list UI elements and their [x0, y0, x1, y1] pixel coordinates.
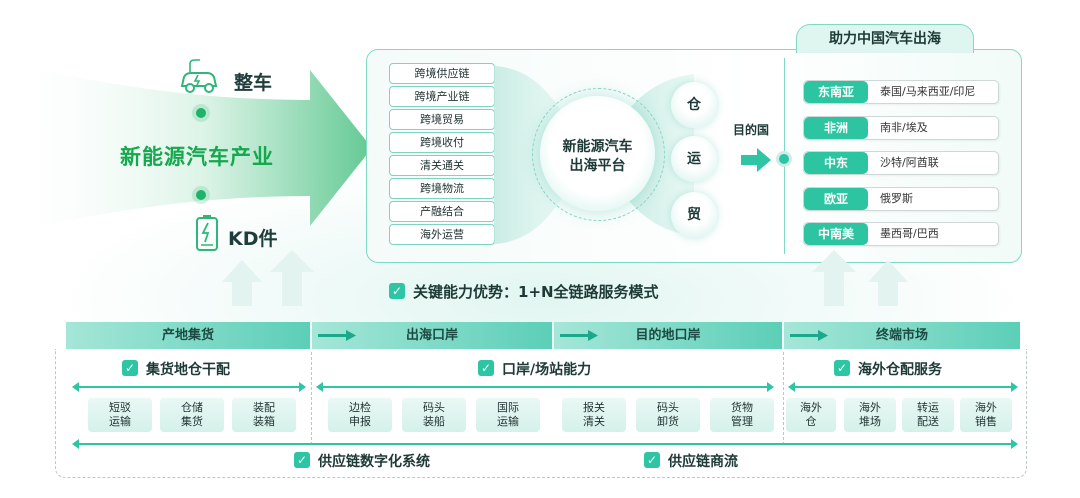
capability-box: 短驳运输 — [88, 398, 152, 432]
service-tag: 跨境产业链 — [389, 86, 495, 107]
destinations-title: 助力中国汽车出海 — [796, 24, 974, 53]
capability-box: 转运配送 — [902, 398, 954, 432]
region-badge: 东南亚 — [804, 81, 868, 103]
region-countries: 沙特/阿酋联 — [880, 156, 939, 169]
region-row: 中南美 墨西哥/巴西 — [803, 222, 999, 246]
commerce-flow-label: 供应链商流 — [668, 454, 738, 470]
section-divider — [311, 352, 312, 445]
upward-arrows-right — [812, 250, 908, 306]
capability-box: 货物管理 — [710, 398, 774, 432]
region-countries: 南非/埃及 — [880, 121, 928, 134]
check-icon: ✓ — [478, 360, 494, 376]
connector-dot — [196, 108, 206, 118]
capability-box: 海外销售 — [960, 398, 1012, 432]
warehouse-bubble: 仓 — [671, 82, 717, 128]
transport-bubble: 运 — [671, 136, 717, 182]
double-arrow — [316, 382, 774, 392]
region-row: 东南亚 泰国/马来西亚/印尼 — [803, 80, 999, 104]
battery-icon — [196, 215, 218, 251]
region-row: 欧亚 俄罗斯 — [803, 187, 999, 211]
kd-label: KD件 — [228, 228, 278, 250]
platform-core: 新能源汽车 出海平台 — [540, 96, 655, 211]
stage-arrow-icon — [560, 330, 598, 341]
upward-arrows-left — [222, 250, 314, 306]
service-tag: 跨境物流 — [389, 178, 495, 199]
capability-box: 国际运输 — [476, 398, 540, 432]
check-icon: ✓ — [834, 360, 850, 376]
double-arrow — [788, 382, 1018, 392]
section-overseas-title: 海外仓配服务 — [858, 362, 942, 378]
capability-box: 海外仓 — [786, 398, 836, 432]
capability-box: 边检申报 — [328, 398, 392, 432]
platform-core-ring — [532, 88, 665, 221]
flow-arrow — [0, 60, 372, 236]
service-tag: 产融结合 — [389, 201, 495, 222]
check-icon: ✓ — [644, 452, 660, 468]
stage-arrow-icon — [790, 330, 828, 341]
service-tag: 清关通关 — [389, 155, 495, 176]
capability-box: 码头卸货 — [636, 398, 700, 432]
region-badge: 非洲 — [804, 117, 868, 139]
section-divider — [783, 352, 784, 445]
trade-bubble: 贸 — [671, 192, 717, 238]
region-countries: 墨西哥/巴西 — [880, 227, 939, 240]
core-title-line1: 新能源汽车 — [562, 139, 633, 155]
capability-box: 码头装船 — [402, 398, 466, 432]
destination-dot — [779, 154, 789, 164]
digital-system-label: 供应链数字化系统 — [318, 454, 430, 470]
footer-double-arrow — [72, 439, 1018, 449]
region-badge: 中东 — [804, 152, 868, 174]
section-port-title: 口岸/场站能力 — [502, 362, 592, 378]
region-countries: 泰国/马来西亚/印尼 — [880, 85, 976, 98]
key-advantage: 关键能力优势：1+N全链路服务模式 — [413, 283, 659, 301]
service-tag: 跨境收付 — [389, 132, 495, 153]
core-title-line2: 出海平台 — [569, 158, 626, 174]
service-tag: 跨境贸易 — [389, 109, 495, 130]
check-icon: ✓ — [294, 452, 310, 468]
capability-box: 仓储集货 — [160, 398, 224, 432]
stage-label: 产地集货 — [161, 328, 214, 343]
service-tag: 海外运营 — [389, 224, 495, 245]
section-consolidation-title: 集货地仓干配 — [146, 362, 230, 378]
service-tag: 跨境供应链 — [389, 63, 495, 84]
capability-box: 装配装箱 — [232, 398, 296, 432]
region-countries: 俄罗斯 — [880, 192, 913, 205]
capability-box: 报关清关 — [562, 398, 626, 432]
stage-label: 目的地口岸 — [635, 328, 701, 343]
stage-arrow-icon — [318, 330, 356, 341]
check-icon: ✓ — [389, 283, 405, 299]
stage-label: 出海口岸 — [405, 328, 458, 343]
right-arrow-icon — [741, 148, 771, 172]
region-badge: 中南美 — [804, 223, 868, 245]
connector-dot — [196, 190, 206, 200]
electric-car-icon — [180, 59, 218, 93]
region-row: 中东 沙特/阿酋联 — [803, 151, 999, 175]
capability-box: 海外堆场 — [844, 398, 896, 432]
double-arrow — [72, 382, 306, 392]
stage-label: 终端市场 — [875, 328, 928, 343]
vehicle-label: 整车 — [234, 72, 273, 94]
industry-label: 新能源汽车产业 — [120, 145, 274, 169]
stage-origin: 产地集货 — [66, 322, 310, 349]
region-row: 非洲 南非/埃及 — [803, 116, 999, 140]
check-icon: ✓ — [122, 360, 138, 376]
region-badge: 欧亚 — [804, 188, 868, 210]
destination-country-label: 目的国 — [733, 123, 770, 137]
